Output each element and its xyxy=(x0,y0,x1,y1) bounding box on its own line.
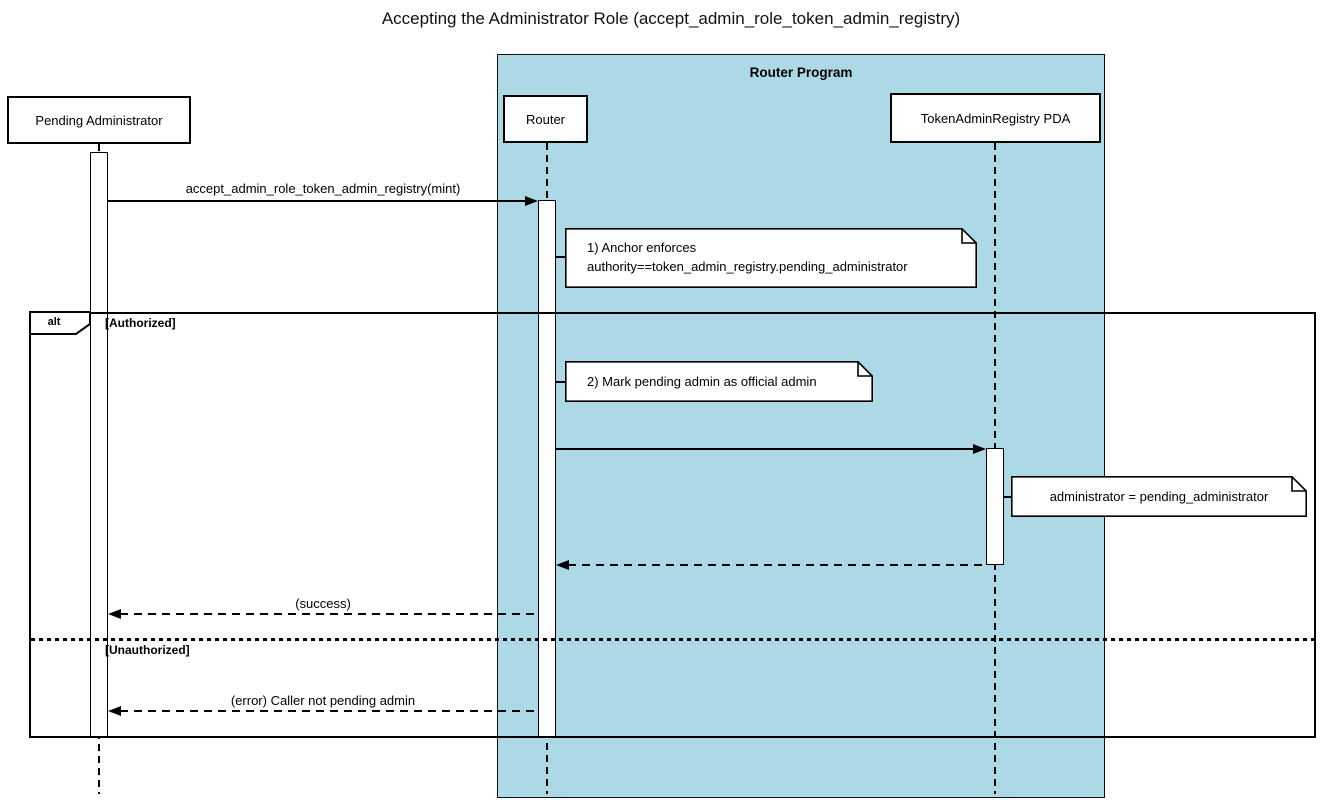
message-label-error: (error) Caller not pending admin xyxy=(230,693,416,708)
participant-box-router: Router xyxy=(503,95,588,143)
program-boundary-label: Router Program xyxy=(749,65,853,80)
alt-condition-authorized: [Authorized] xyxy=(105,316,176,330)
alt-operator-label: alt xyxy=(47,316,61,328)
arrowhead-icon xyxy=(525,195,538,206)
message-arrow-update-registry xyxy=(556,448,975,450)
note2-connector xyxy=(556,381,566,383)
arrowhead-icon xyxy=(556,559,569,570)
note-line: 2) Mark pending admin as official admin xyxy=(587,374,817,389)
note-line: 1) Anchor enforces xyxy=(587,240,697,255)
message-label-accept-admin-role: accept_admin_role_token_admin_registry(m… xyxy=(185,181,461,196)
diagram-title: Accepting the Administrator Role (accept… xyxy=(381,9,961,28)
activation-bar-token-admin-registry-pda xyxy=(986,448,1004,565)
alt-condition-unauthorized: [Unauthorized] xyxy=(105,643,190,657)
note-line: administrator = pending_administrator xyxy=(1049,489,1269,504)
note-fold-icon xyxy=(1291,476,1307,492)
note-fold-icon xyxy=(961,228,977,244)
arrowhead-icon xyxy=(973,443,986,454)
note-fold-icon xyxy=(857,361,873,377)
activation-bar-router xyxy=(538,200,556,738)
participant-label: Pending Administrator xyxy=(35,112,163,128)
participant-label: TokenAdminRegistry PDA xyxy=(920,110,1071,126)
message-arrow-success xyxy=(120,613,538,615)
message-arrow-accept-admin-role xyxy=(108,200,527,202)
participant-box-pending-administrator: Pending Administrator xyxy=(7,96,191,144)
note3-connector xyxy=(1004,496,1012,498)
note-anchor-enforces: 1) Anchor enforces authority==token_admi… xyxy=(565,228,977,288)
program-boundary-box xyxy=(497,54,1105,798)
message-arrow-error xyxy=(120,710,538,712)
message-arrow-return-to-router xyxy=(568,564,986,566)
message-label-success: (success) xyxy=(295,596,351,611)
arrowhead-icon xyxy=(108,608,121,619)
note-line: authority==token_admin_registry.pending_… xyxy=(587,258,908,274)
alt-section-divider xyxy=(31,638,1314,641)
note1-connector xyxy=(556,256,566,258)
participant-box-token-admin-registry-pda: TokenAdminRegistry PDA xyxy=(890,93,1101,143)
arrowhead-icon xyxy=(108,705,121,716)
note-mark-pending-admin: 2) Mark pending admin as official admin xyxy=(565,361,873,402)
participant-label: Router xyxy=(525,111,566,127)
note-shape xyxy=(565,228,977,288)
note-shape xyxy=(1011,476,1307,517)
note-shape xyxy=(565,361,873,402)
note-administrator-assignment: administrator = pending_administrator xyxy=(1011,476,1307,517)
